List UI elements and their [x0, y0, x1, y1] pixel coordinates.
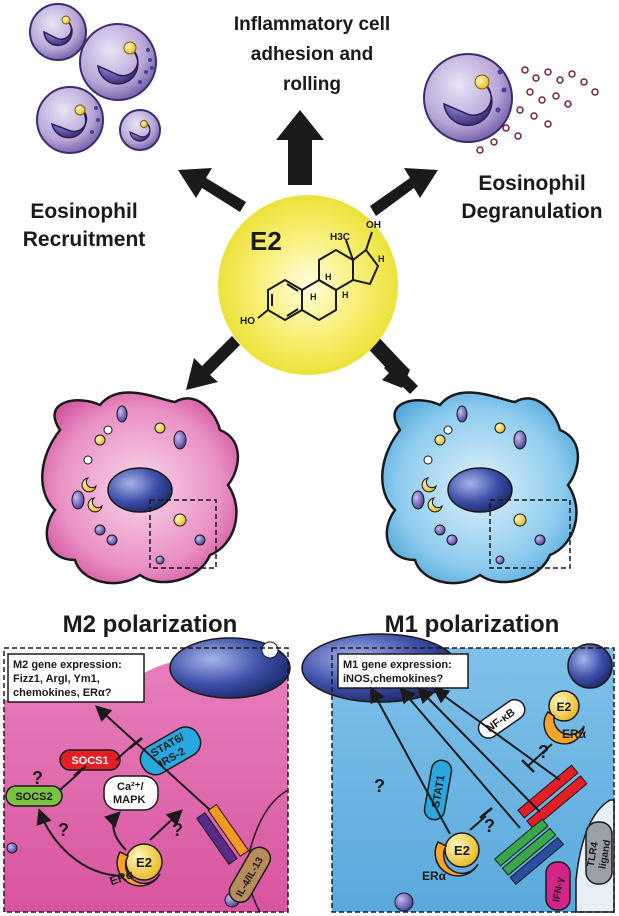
m1-tlr4-line2: ligand	[597, 839, 613, 870]
atom-ho: HO	[240, 316, 255, 327]
m2-socs1-badge	[59, 749, 121, 771]
atom-h-4: H	[310, 292, 317, 302]
m1-question-3: ?	[538, 742, 549, 762]
m2-organelles	[71, 405, 206, 565]
label-inflammatory-line2: adhesion and	[251, 44, 373, 65]
m2-question-1: ?	[32, 768, 43, 788]
m1-era-top-label: ERα	[562, 727, 587, 741]
m2-gene-line3: chemokines, ERα?	[13, 687, 112, 699]
m1-organelles	[411, 405, 546, 565]
m1-signal-arrows	[370, 686, 561, 835]
m1-gene-line1: M1 gene expression:	[343, 659, 452, 671]
m1-era-bottom-receptor	[434, 841, 479, 877]
atom-h-3: H	[342, 290, 349, 300]
label-inflammatory-line3: rolling	[283, 74, 341, 95]
eosinophil-cell	[119, 109, 161, 151]
eosinophil-cluster-left	[29, 3, 161, 154]
m2-signal-arrows	[36, 705, 211, 877]
atom-h-2: H	[325, 272, 332, 282]
m2-question-3: ?	[172, 820, 183, 840]
m2-zoom-box	[149, 499, 217, 569]
m1-ifn-ligand	[545, 861, 571, 911]
m1-stat1-badge	[423, 759, 453, 821]
m1-ifn-label: IFN-γ	[551, 876, 566, 903]
m2-il4-ligand	[228, 846, 272, 903]
m2-e2-label: E2	[136, 855, 152, 870]
label-recruitment-line2: Recruitment	[23, 228, 146, 251]
m1-macrophage	[381, 391, 580, 585]
atom-h3c: H3C	[330, 232, 350, 243]
arrow-upper-left	[178, 168, 246, 212]
m2-ca-line1: Ca²⁺/	[117, 781, 144, 793]
m1-zoom-box	[489, 499, 571, 569]
atom-oh: OH	[366, 220, 381, 231]
m1-stat1-label: STAT1	[430, 774, 448, 809]
m2-il4-receptor	[196, 803, 250, 865]
m2-socs1-label: SOCS1	[71, 755, 108, 767]
m2-detail-panel: M2 gene expression: Fizz1, ArgI, Ym1, ch…	[3, 637, 291, 913]
eosinophil-degranulating	[423, 53, 599, 154]
arrow-lower-left	[186, 336, 240, 390]
arrow-up	[276, 110, 324, 185]
eosinophil-cell	[29, 3, 87, 61]
m1-e2-top-circle	[548, 690, 580, 722]
e2-label: E2	[250, 226, 282, 256]
m1-tlr4-ligand	[585, 821, 613, 885]
m1-era-bottom-label: ERα	[422, 869, 447, 883]
m1-panel-border	[331, 647, 615, 913]
m1-title: M1 polarization	[385, 611, 560, 638]
m1-detail-panel: M1 gene expression: iNOS,chemokines? NF-…	[301, 633, 615, 913]
m2-gene-line2: Fizz1, ArgI, Ym1,	[13, 673, 100, 685]
estradiol-structure	[257, 231, 380, 322]
m1-tlr4-line1: TLR4	[586, 841, 601, 868]
label-inflammatory-line1: Inflammatory cell	[234, 14, 390, 35]
m2-socs2-badge	[5, 785, 63, 807]
m2-title: M2 polarization	[63, 611, 238, 638]
atom-h-1: H	[378, 254, 385, 264]
m2-gene-box	[7, 653, 145, 703]
m2-era-receptor	[116, 851, 161, 887]
m1-ifn-receptor	[494, 818, 565, 886]
m2-ca-line2: MAPK	[113, 794, 145, 806]
m1-e2-top-label: E2	[557, 700, 572, 714]
released-granules	[476, 66, 599, 154]
m2-panel-border	[3, 647, 289, 913]
arrow-upper-right	[370, 168, 438, 216]
m2-stat6-badge	[139, 726, 202, 776]
e2-hormone: E2 H3C OH HO H H H H	[218, 195, 398, 375]
label-degranulation-line2: Degranulation	[461, 200, 602, 223]
label-degranulation-line1: Eosinophil	[478, 172, 585, 195]
m1-question-1: ?	[374, 776, 385, 796]
m1-gene-line2: iNOS,chemokines?	[343, 673, 444, 685]
m1-question-2: ?	[484, 816, 495, 836]
m1-e2-bottom-label: E2	[454, 843, 470, 858]
eosinophil-cell	[36, 86, 104, 154]
m2-socs2-label: SOCS2	[15, 791, 52, 803]
m2-ca-mapk-box	[103, 775, 159, 811]
eosinophil-cell	[79, 23, 157, 101]
m2-question-2: ?	[58, 820, 69, 840]
m1-era-top-receptor	[543, 710, 585, 745]
m2-macrophage	[41, 391, 240, 585]
m2-gene-line1: M2 gene expression:	[13, 659, 122, 671]
label-recruitment-line1: Eosinophil	[30, 200, 137, 223]
